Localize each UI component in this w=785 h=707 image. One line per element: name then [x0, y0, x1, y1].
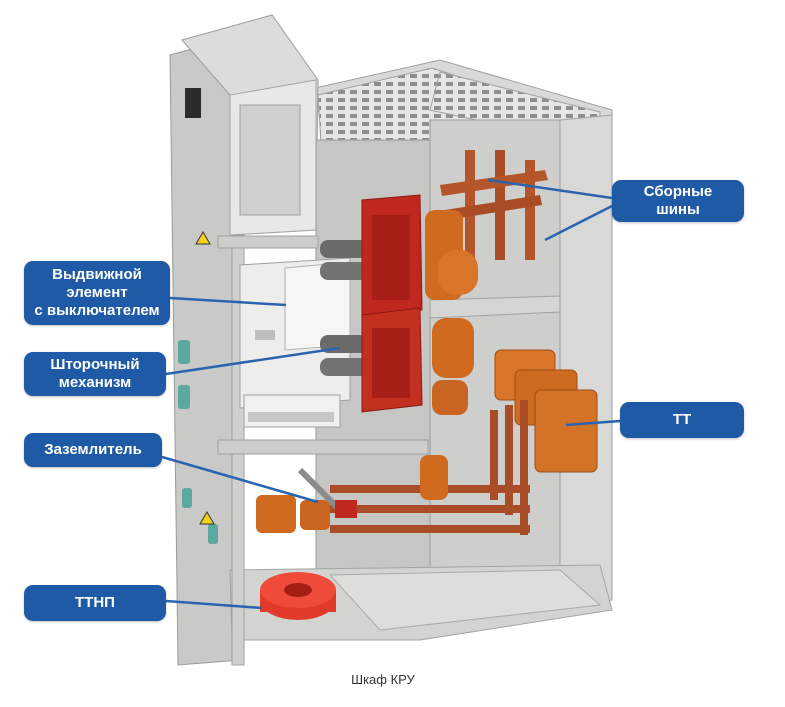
- label-withdrawable-text: Выдвижной элемент с выключателем: [34, 266, 160, 319]
- label-withdrawable-element: Выдвижной элемент с выключателем: [24, 261, 170, 325]
- label-earthing-text: Заземлитель: [44, 441, 142, 458]
- leader-lines: [161, 178, 621, 610]
- figure-caption: Шкаф КРУ: [351, 672, 415, 687]
- label-shutter-mechanism: Шторочный механизм: [24, 352, 166, 396]
- label-earthing-switch: Заземлитель: [24, 433, 162, 467]
- label-ct-text: ТТ: [672, 411, 692, 428]
- label-zsct-text: ТТНП: [75, 594, 115, 611]
- lower-cable-bars: [300, 400, 530, 535]
- label-busbars-text: Сборные шины: [643, 183, 713, 218]
- label-busbars: Сборные шины: [612, 180, 744, 222]
- label-zero-sequence-ct: ТТНП: [24, 585, 166, 621]
- zero-sequence-ct: [260, 572, 336, 620]
- earthing-switch: [256, 467, 357, 533]
- busbar-assembly: [425, 150, 548, 415]
- withdrawable-breaker: [239, 240, 368, 428]
- shutter-bushings: [361, 194, 423, 413]
- label-shutter-text: Шторочный механизм: [50, 356, 140, 391]
- current-transformers: [494, 349, 598, 473]
- label-current-transformer: ТТ: [620, 402, 744, 438]
